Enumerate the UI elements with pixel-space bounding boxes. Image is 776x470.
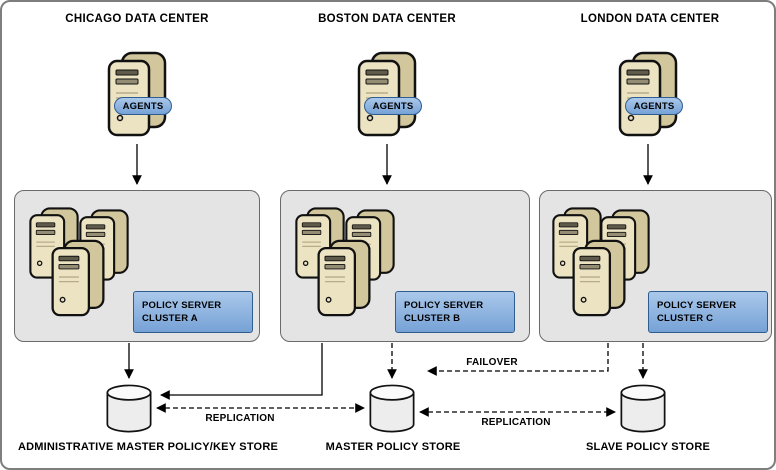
cluster-box-london: POLICY SERVER CLUSTER C [539,190,772,342]
database-icon-admin-master [105,384,153,434]
store-label-master: MASTER POLICY STORE [325,441,461,453]
cluster-label-line2: CLUSTER B [404,313,461,324]
server-icon [105,50,169,138]
cluster-label-b: POLICY SERVER CLUSTER B [395,291,515,333]
failover-label: FAILOVER [466,357,518,368]
cluster-box-chicago: POLICY SERVER CLUSTER A [14,190,260,342]
agents-badge: AGENTS [114,97,172,115]
server-icon [355,50,419,138]
replication-right-label: REPLICATION [481,417,551,428]
site-title-boston: BOSTON DATA CENTER [318,13,456,25]
cluster-label-line1: POLICY SERVER [404,300,484,311]
cluster-label-a: POLICY SERVER CLUSTER A [133,291,253,333]
database-icon-slave [619,384,667,434]
site-title-chicago: CHICAGO DATA CENTER [65,13,209,25]
cluster-box-boston: POLICY SERVER CLUSTER B [280,190,530,342]
store-label-admin-master: ADMINISTRATIVE MASTER POLICY/KEY STORE [17,441,278,453]
server-icon [49,237,107,319]
cluster-label-line2: CLUSTER A [142,313,198,324]
store-label-slave: SLAVE POLICY STORE [585,441,710,453]
arrow-cluster-b-to-admin-store [160,343,323,400]
server-icon [616,50,680,138]
cluster-label-line1: POLICY SERVER [142,300,222,311]
cluster-label-line1: POLICY SERVER [657,300,737,311]
cluster-label-c: POLICY SERVER CLUSTER C [648,291,768,333]
site-title-london: LONDON DATA CENTER [580,13,720,25]
agents-badge: AGENTS [364,97,422,115]
replication-left-label: REPLICATION [205,413,275,424]
cluster-label-line2: CLUSTER C [657,313,714,324]
agents-badge: AGENTS [625,97,683,115]
database-icon-master [368,384,416,434]
server-icon [570,237,628,319]
server-icon [315,237,373,319]
